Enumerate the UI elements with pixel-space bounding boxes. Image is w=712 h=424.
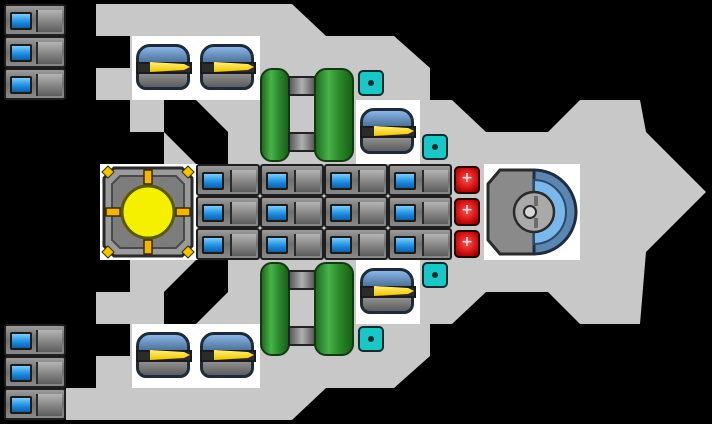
battery-cell-icon[interactable] (196, 196, 260, 228)
battery-cell-icon[interactable] (4, 4, 66, 36)
fuel-tank-icon[interactable] (260, 68, 290, 162)
battery-cell-icon[interactable] (4, 356, 66, 388)
weapon-turret-icon[interactable] (196, 40, 258, 94)
fuel-pipe (288, 270, 316, 290)
cyan-connector-icon[interactable] (422, 262, 448, 288)
red-connector-icon[interactable] (454, 198, 480, 226)
cyan-connector-icon[interactable] (358, 326, 384, 352)
battery-cell-icon[interactable] (324, 228, 388, 260)
battery-cell-icon[interactable] (260, 164, 324, 196)
fuel-pipe (288, 132, 316, 152)
battery-cell-icon[interactable] (260, 196, 324, 228)
weapon-turret-icon[interactable] (132, 40, 194, 94)
fuel-pipe (288, 326, 316, 346)
battery-cell-icon[interactable] (4, 388, 66, 420)
cyan-connector-icon[interactable] (422, 134, 448, 160)
weapon-turret-icon[interactable] (356, 104, 418, 158)
cockpit-shield-icon[interactable] (484, 164, 580, 260)
battery-cell-icon[interactable] (196, 164, 260, 196)
reactor-core-icon[interactable] (100, 164, 196, 260)
battery-cell-icon[interactable] (388, 196, 452, 228)
fuel-tank-icon[interactable] (314, 68, 354, 162)
red-connector-icon[interactable] (454, 230, 480, 258)
fuel-tank-icon[interactable] (314, 262, 354, 356)
fuel-pipe (288, 76, 316, 96)
battery-cell-icon[interactable] (388, 164, 452, 196)
battery-cell-icon[interactable] (260, 228, 324, 260)
weapon-turret-icon[interactable] (132, 328, 194, 382)
battery-cell-icon[interactable] (4, 324, 66, 356)
battery-cell-icon[interactable] (4, 36, 66, 68)
battery-cell-icon[interactable] (388, 228, 452, 260)
weapon-turret-icon[interactable] (356, 264, 418, 318)
fuel-tank-icon[interactable] (260, 262, 290, 356)
weapon-turret-icon[interactable] (196, 328, 258, 382)
cyan-connector-icon[interactable] (358, 70, 384, 96)
red-connector-icon[interactable] (454, 166, 480, 194)
battery-cell-icon[interactable] (324, 164, 388, 196)
battery-cell-icon[interactable] (4, 68, 66, 100)
battery-cell-icon[interactable] (324, 196, 388, 228)
battery-cell-icon[interactable] (196, 228, 260, 260)
